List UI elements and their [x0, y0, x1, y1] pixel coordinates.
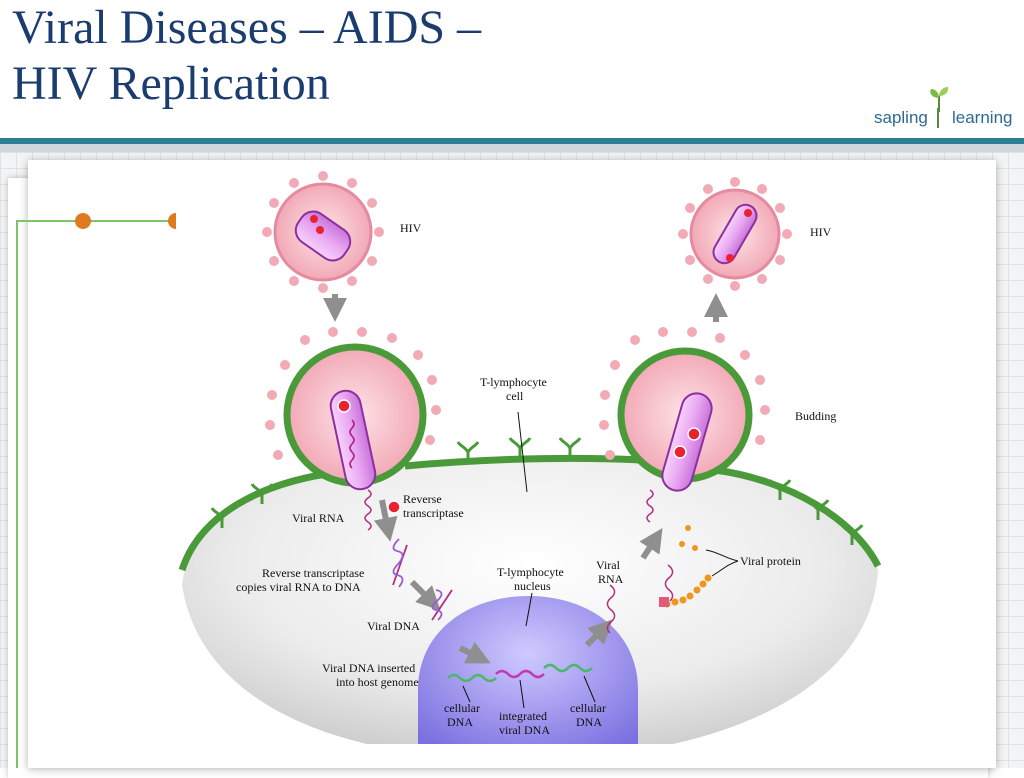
header-band-gray [0, 144, 1024, 152]
logo-word-learning: learning [952, 108, 1013, 127]
label-integrated-2: viral DNA [499, 723, 550, 737]
reverse-transcriptase-dot [387, 500, 401, 514]
process-arrows [323, 293, 728, 664]
label-cellular-dna-left-2: DNA [447, 715, 473, 729]
label-hiv-top-right: HIV [810, 225, 832, 239]
cd4-receptors [210, 437, 864, 545]
label-budding: Budding [795, 409, 836, 423]
decor-dot-half [168, 213, 176, 229]
hiv-virion-released [678, 177, 792, 291]
label-reverse-transcriptase-1: Reverse [403, 492, 442, 506]
label-integrated-1: integrated [499, 709, 547, 723]
ribosome [659, 597, 669, 607]
dna-helix [392, 538, 453, 621]
label-copies-2: copies viral RNA to DNA [236, 580, 361, 594]
slide-title-line2: HIV Replication [12, 57, 330, 110]
label-viral-rna-right-2: RNA [598, 572, 624, 586]
label-leader-lines [462, 411, 739, 709]
label-t-cell-2: cell [506, 389, 524, 403]
logo-word-sapling: sapling [874, 108, 928, 127]
label-cellular-dna-right-2: DNA [576, 715, 602, 729]
host-genome [447, 663, 593, 683]
label-inserted-1: Viral DNA inserted [322, 661, 415, 675]
sprout-icon [930, 87, 949, 112]
label-copies-1: Reverse transcriptase [262, 566, 364, 580]
viral-rna-strands [364, 489, 674, 634]
decor-dot [75, 213, 91, 229]
logo-divider [937, 108, 939, 128]
label-viral-protein: Viral protein [740, 554, 801, 568]
label-viral-dna: Viral DNA [367, 619, 420, 633]
slide-title-line1: Viral Diseases – AIDS – [12, 1, 482, 54]
sapling-learning-logo: sapling learning [872, 86, 1022, 136]
label-nucleus-2: nucleus [514, 579, 551, 593]
label-cellular-dna-right-1: cellular [570, 701, 606, 715]
label-hiv-top-left: HIV [400, 221, 422, 235]
slide-title: Viral Diseases – AIDS – HIV Replication [12, 0, 481, 112]
decor-horizontal-line [16, 220, 176, 222]
label-viral-rna-right-1: Viral [596, 558, 621, 572]
label-t-cell-1: T-lymphocyte [480, 375, 547, 389]
budding-virus [599, 327, 770, 492]
label-inserted-2: into host genome [336, 675, 419, 689]
header-band-teal [0, 138, 1024, 144]
label-reverse-transcriptase-2: transcriptase [403, 506, 464, 520]
hiv-virion-incoming [262, 171, 384, 293]
label-cellular-dna-left-1: cellular [444, 701, 480, 715]
label-nucleus-1: T-lymphocyte [497, 565, 564, 579]
decor-vertical-line [16, 222, 18, 768]
fusing-virus [265, 327, 441, 491]
label-viral-rna-left: Viral RNA [292, 511, 345, 525]
